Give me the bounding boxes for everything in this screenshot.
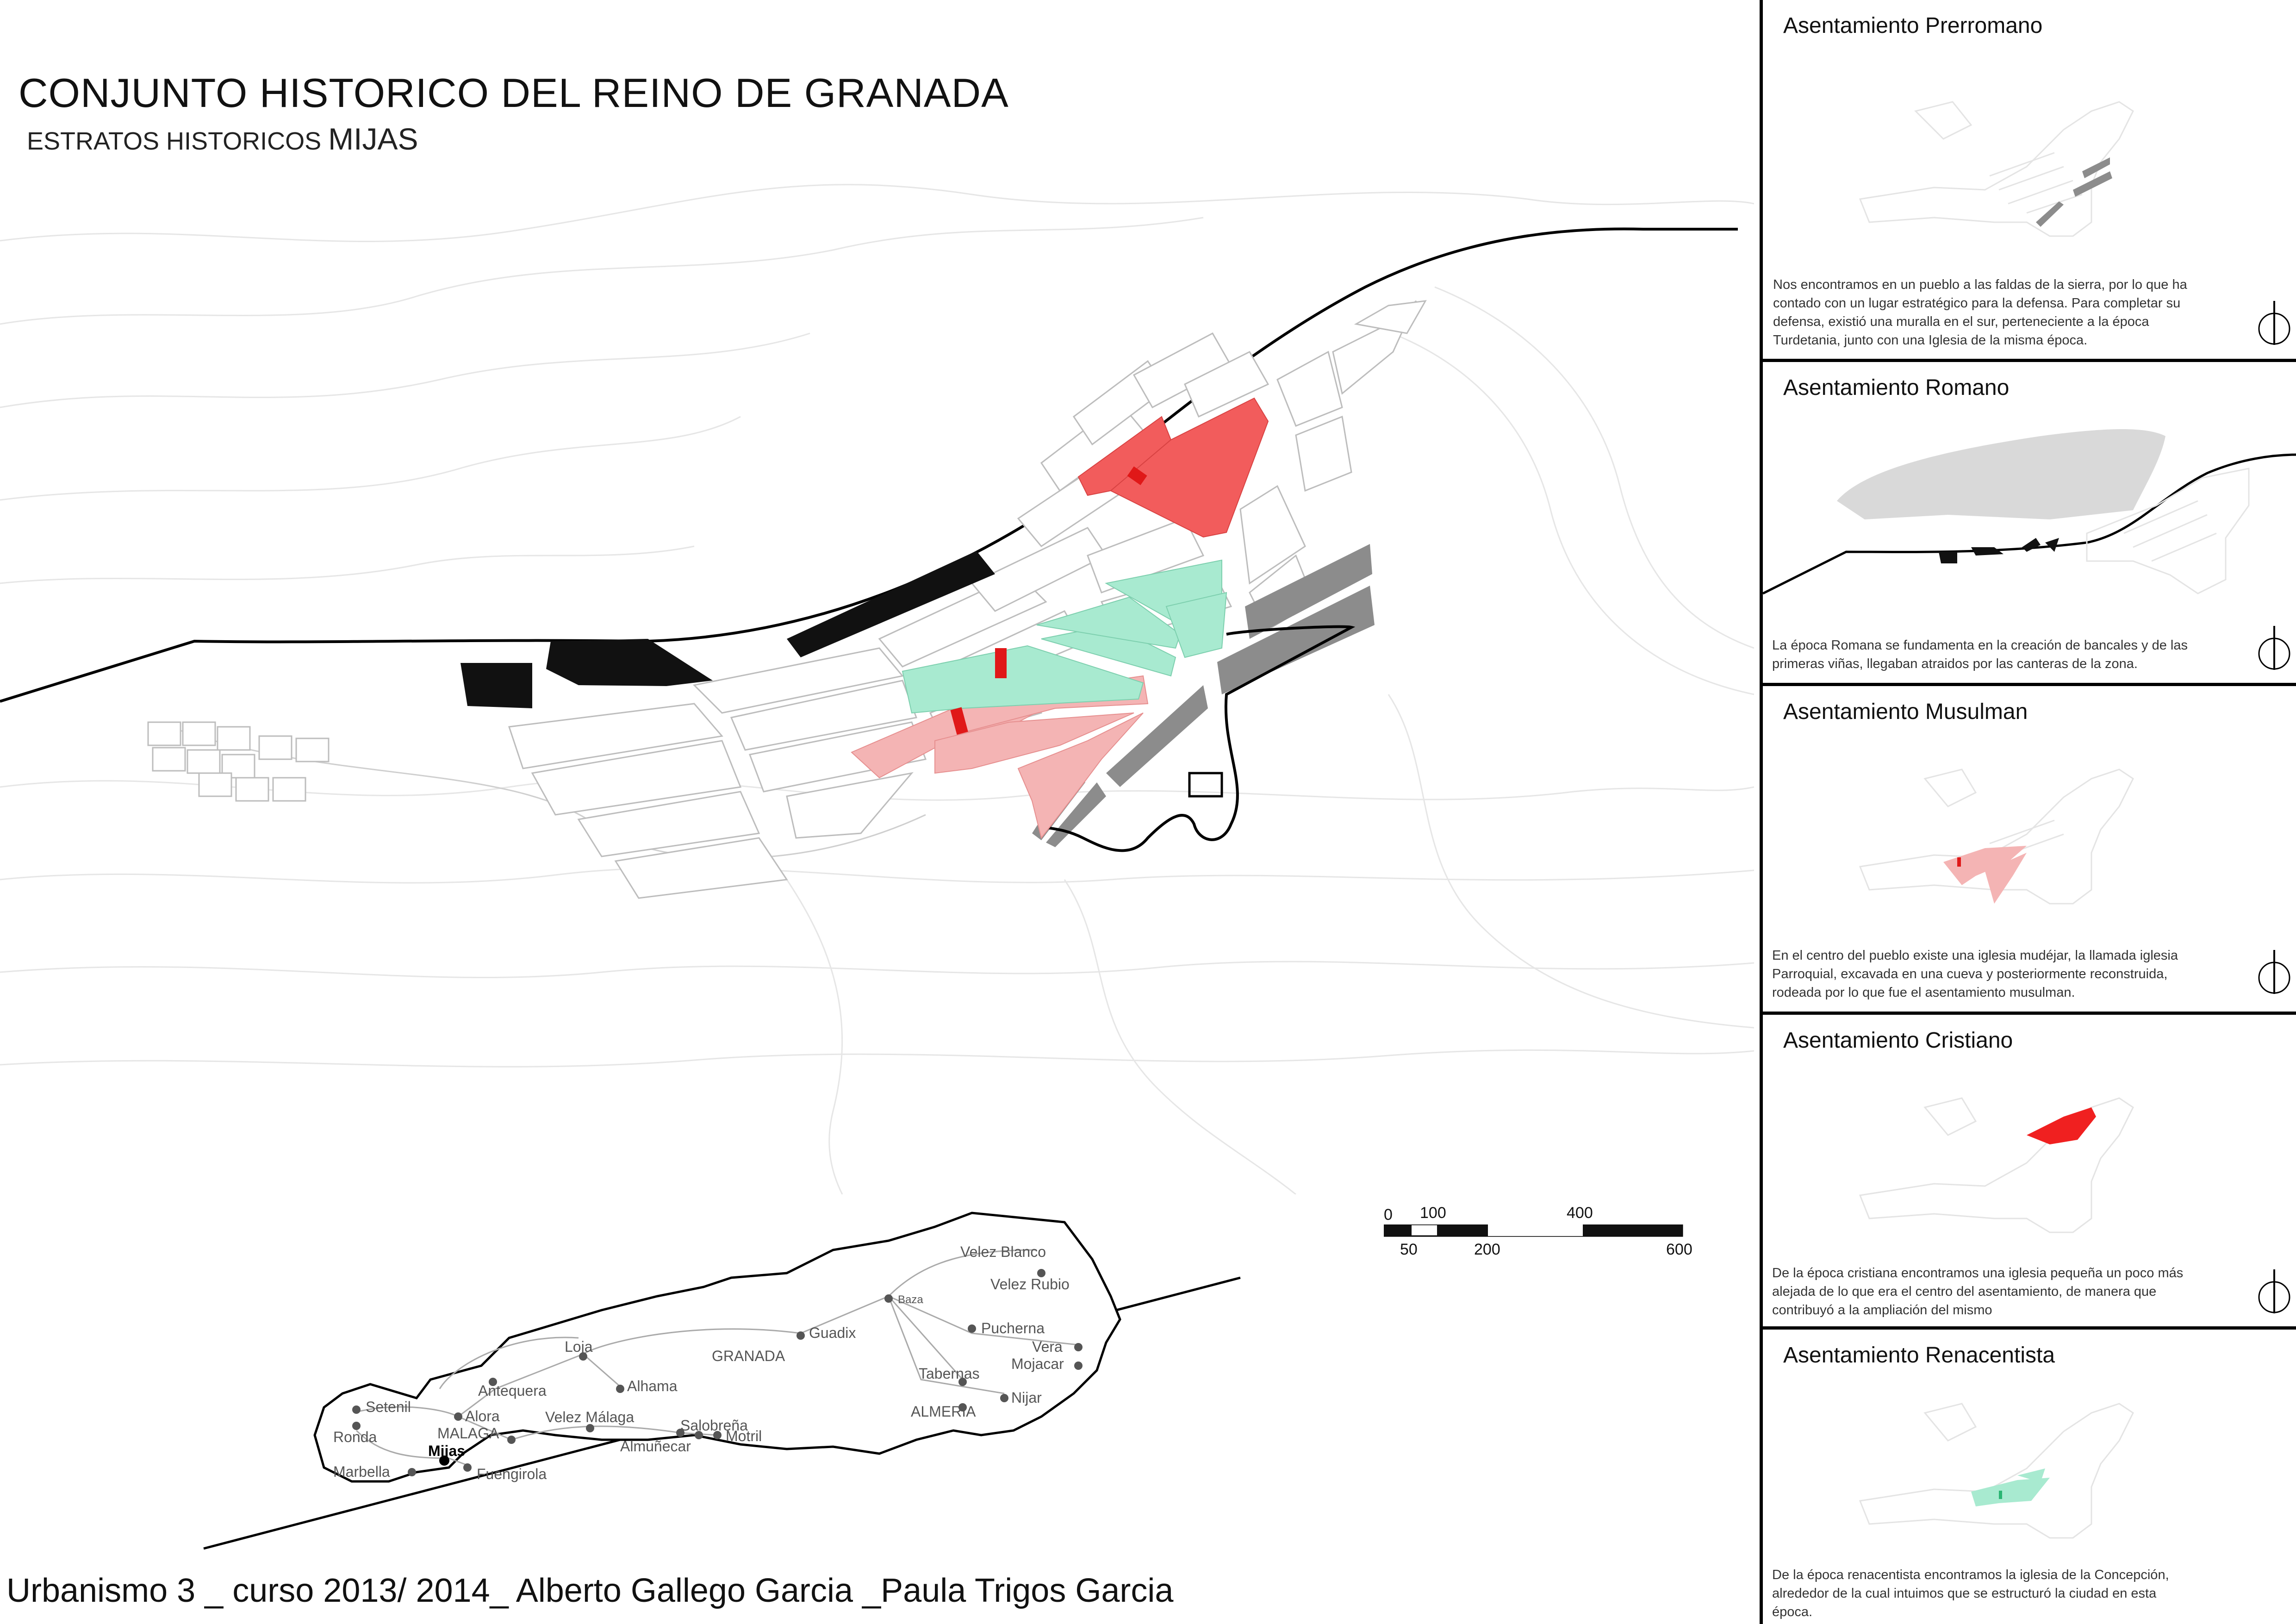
town-label: ALMERIA [911, 1403, 976, 1420]
town-label: Tabernas [919, 1365, 980, 1382]
scale-bar-graphic [1384, 1224, 1683, 1237]
town-label: GRANADA [712, 1348, 785, 1364]
kingdom-outline [313, 1212, 1121, 1483]
scale-label-400: 400 [1567, 1204, 1593, 1222]
scale-label-0: 0 [1384, 1206, 1393, 1224]
panel-romano: Asentamiento Romano La época Romana se f… [1763, 362, 2296, 686]
town-label: Almuñecar [620, 1438, 691, 1455]
mini-map-prerromano [1859, 101, 2134, 237]
stratum-renacentista [902, 559, 1227, 714]
scale-label-50: 50 [1400, 1241, 1418, 1258]
mini-map-romano [1763, 429, 2296, 595]
panel-title: Asentamiento Musulman [1783, 700, 2028, 724]
scale-label-100: 100 [1420, 1204, 1446, 1222]
page-subtitle: ESTRATOS HISTORICOS MIJAS [27, 121, 418, 156]
historical-strata-panel: Asentamiento Prerromano Nos encontramos … [1760, 0, 2296, 1624]
town-label: Loja [565, 1338, 593, 1355]
subtitle-prefix: ESTRATOS HISTORICOS [27, 127, 322, 155]
panel-title: Asentamiento Renacentista [1783, 1343, 2055, 1368]
north-arrow-icon [2258, 950, 2290, 994]
town-label: Baza [898, 1293, 923, 1306]
town-label: Pucherna [981, 1320, 1045, 1337]
town-label: Alhama [627, 1378, 678, 1394]
stratum-cristiano [1077, 397, 1269, 538]
town-label: MALAGA [437, 1425, 499, 1442]
scale-label-200: 200 [1474, 1241, 1500, 1258]
town-dots [352, 1269, 1083, 1476]
panel-title: Asentamiento Prerromano [1783, 13, 2043, 38]
mini-map-musulman [1859, 768, 2134, 905]
town-label: Marbella [333, 1463, 390, 1480]
panel-text: En el centro del pueblo existe una igles… [1772, 948, 2178, 1000]
castle-keep [1188, 772, 1223, 798]
panel-text: De la época renacentista encontramos la … [1772, 1568, 2169, 1619]
town-label: Setenil [366, 1399, 411, 1415]
town-label: Velez Málaga [545, 1409, 634, 1425]
castle-wall [1039, 625, 1356, 852]
street-blocks [147, 300, 1427, 899]
region-map: Velez Blanco Velez Rubio Baza Pucherna V… [203, 1212, 1241, 1550]
mini-map-cristiano [1859, 1097, 2134, 1233]
road-line [0, 227, 1738, 703]
contour-lines [0, 184, 1754, 1194]
town-label: Motril [726, 1428, 762, 1444]
mini-map-renacentista [1859, 1403, 2134, 1539]
town-label: Vera [1032, 1338, 1063, 1355]
town-label: Salobreña [680, 1417, 748, 1434]
panel-renacentista: Asentamiento Renacentista De la época re… [1763, 1330, 2296, 1624]
mijas-dot [439, 1455, 449, 1466]
scale-label-600: 600 [1666, 1241, 1692, 1258]
main-town-map [0, 184, 1754, 1194]
panel-title: Asentamiento Cristiano [1783, 1028, 2013, 1053]
panel-text: Nos encontramos en un pueblo a las falda… [1773, 277, 2187, 348]
scale-bar: 0 100 400 50 200 600 [1384, 1204, 1699, 1262]
town-label: Ronda [333, 1429, 377, 1445]
panel-title: Asentamiento Romano [1783, 375, 2010, 400]
north-arrow-icon [2258, 301, 2290, 345]
panel-text: La época Romana se fundamenta en la crea… [1772, 638, 2188, 671]
north-arrow-icon [2258, 626, 2290, 670]
footer-credits: Urbanismo 3 _ curso 2013/ 2014_ Alberto … [6, 1572, 1174, 1609]
town-label: Velez Blanco [960, 1243, 1046, 1260]
town-label: Nijar [1011, 1389, 1042, 1406]
town-label: Velez Rubio [990, 1276, 1070, 1293]
page-title: CONJUNTO HISTORICO DEL REINO DE GRANADA [19, 70, 1009, 116]
north-arrow-icon [2258, 1269, 2290, 1313]
mijas-label: Mijas [428, 1443, 465, 1459]
panel-musulman: Asentamiento Musulman En el centro del p… [1763, 686, 2296, 1015]
town-label: Fuengirola [477, 1466, 547, 1482]
town-label: Guadix [809, 1324, 856, 1341]
town-label: Alora [465, 1408, 500, 1424]
town-label: Antequera [478, 1382, 547, 1399]
panel-prerromano: Asentamiento Prerromano Nos encontramos … [1763, 0, 2296, 362]
stratum-prerromano [460, 551, 995, 708]
subtitle-place: MIJAS [328, 122, 418, 156]
church-markers [950, 466, 1147, 735]
panel-text: De la época cristiana encontramos una ig… [1772, 1266, 2184, 1318]
panel-cristiano: Asentamiento Cristiano De la época crist… [1763, 1015, 2296, 1330]
town-label: Mojacar [1011, 1355, 1064, 1372]
route-lines [355, 1249, 1079, 1466]
